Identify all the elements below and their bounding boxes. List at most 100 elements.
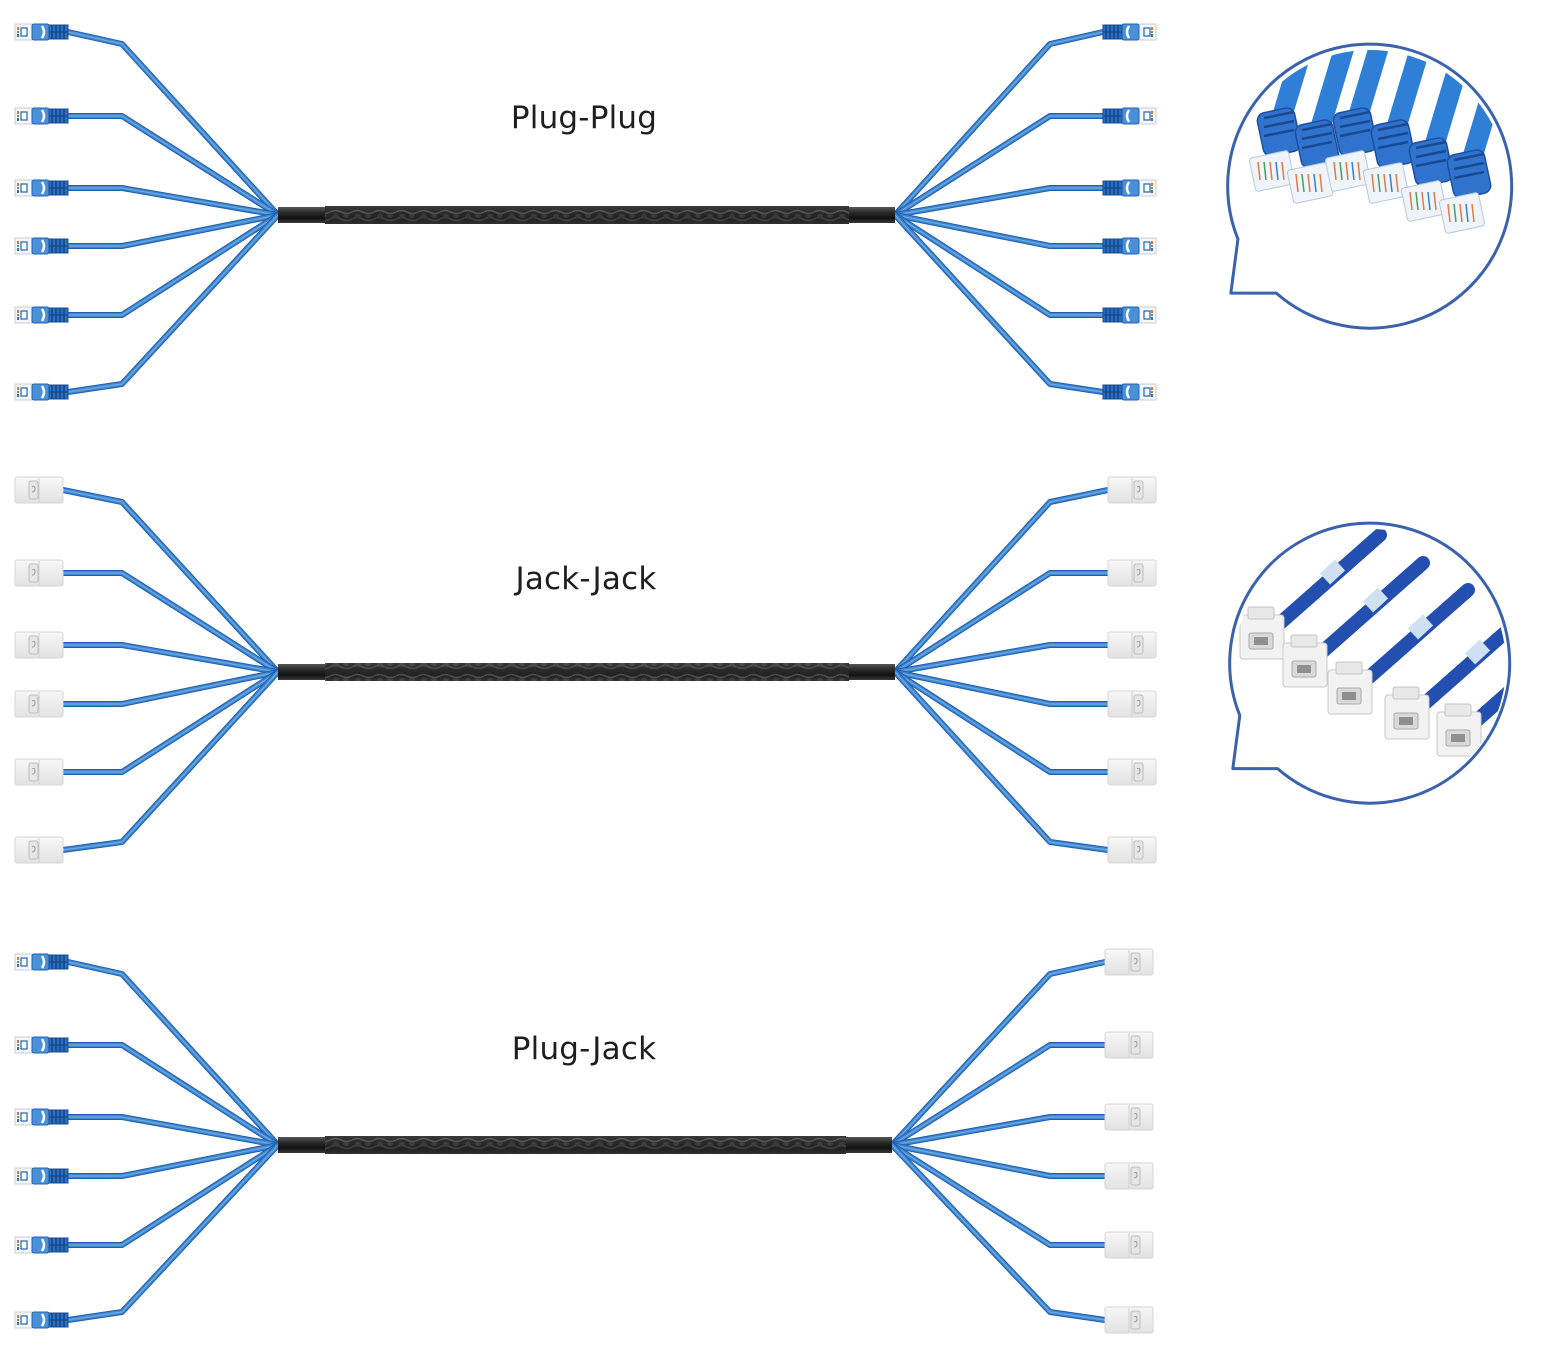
plug-contact (17, 187, 19, 189)
breakout-leg (61, 571, 280, 674)
breakout-leg-highlight (891, 1044, 1105, 1146)
photo-boot-ridge (1301, 131, 1333, 141)
breakout-leg-outline (892, 212, 1106, 395)
photo-cable-label (1407, 614, 1434, 640)
braided-sleeve-shade (325, 1136, 846, 1154)
plug-contact (17, 183, 19, 186)
rj45-plug-icon (14, 1036, 69, 1054)
jack-port-mark (31, 699, 36, 707)
plug-window (20, 1040, 28, 1050)
plug-latch (40, 1313, 46, 1327)
jack-port-mark (31, 485, 36, 493)
photo-jack-port-opening (1342, 692, 1356, 700)
plug-window (20, 183, 28, 193)
plug-window (20, 1240, 28, 1250)
breakout-leg-highlight (891, 1144, 1105, 1246)
plug-contact (1151, 387, 1153, 390)
plug-contact (17, 1244, 19, 1246)
photo-boot-ridge (1263, 128, 1295, 138)
plug-contact (1151, 190, 1153, 193)
plug-contact (17, 957, 19, 960)
plug-window (20, 27, 28, 37)
plug-body (1121, 179, 1140, 197)
plug-contact (17, 317, 19, 320)
plug-body (31, 1036, 50, 1054)
breakout-leg-outline (65, 212, 281, 395)
photo-boot-ridge (1339, 110, 1371, 120)
photo-cable (1382, 50, 1444, 152)
breakout-leg-highlight (894, 187, 1103, 216)
plug-body (31, 179, 50, 197)
breakout-leg (66, 1143, 280, 1247)
photo-boot-ridge (1415, 149, 1447, 159)
jack-latch-tab (1133, 563, 1144, 583)
plug-latch (40, 1238, 46, 1252)
jack-latch-tab (1133, 840, 1144, 860)
breakout-leg-highlight (63, 671, 279, 773)
plug-window (1143, 27, 1151, 37)
rj45-plug-icon (14, 1167, 69, 1185)
breakout-leg-outline (65, 1142, 281, 1323)
jack-port-mark (1136, 485, 1141, 493)
breakout-leg-highlight (894, 31, 1104, 216)
callout-bubble-plug-photo (1226, 42, 1514, 330)
keystone-jack-icon (14, 631, 64, 659)
plug-window (1143, 183, 1151, 193)
breakout-leg (890, 1043, 1107, 1147)
plug-contact (17, 1040, 19, 1043)
plug-contact (17, 1116, 19, 1118)
breakout-leg-outline (60, 669, 281, 853)
keystone-jack-icon (1104, 1162, 1154, 1190)
photo-jack-cable (1468, 625, 1506, 729)
breakout-leg-outline (889, 1142, 1108, 1323)
photo-boot-ridge (1453, 161, 1485, 171)
breakout-leg (66, 1115, 280, 1147)
photo-cable-label (1362, 587, 1389, 613)
plug-latch (40, 308, 46, 322)
plug-contact (1151, 314, 1153, 316)
plug-contact (17, 27, 19, 30)
plug-contact (1151, 183, 1153, 186)
jack-port-mark (1133, 1171, 1138, 1179)
plug-contact (17, 1178, 19, 1181)
photo-boot-ridge (1377, 122, 1409, 132)
keystone-jack-icon (14, 758, 64, 786)
breakout-leg-highlight (894, 115, 1103, 216)
breakout-leg-highlight (67, 961, 279, 1146)
right-breakout-legs (892, 487, 1111, 853)
breakout-leg-highlight (63, 644, 279, 673)
plug-body (31, 306, 50, 324)
plug-contact (17, 111, 19, 114)
plug-contact (1151, 245, 1153, 247)
keystone-jack-icon (1107, 559, 1157, 587)
plug-window (20, 241, 28, 251)
plug-window (20, 310, 28, 320)
breakout-leg (893, 114, 1105, 217)
plug-latch (40, 1038, 46, 1052)
photo-plug-wire (1313, 173, 1317, 193)
plug-contact (17, 1240, 19, 1243)
photo-jack-port-opening (1451, 734, 1465, 742)
plug-contact (1151, 111, 1153, 114)
jack-latch-tab (28, 480, 39, 500)
photo-jack-latch (1392, 686, 1420, 700)
photo-boot-ridge (1263, 110, 1295, 120)
plug-latch (40, 109, 46, 123)
plug-contact (17, 118, 19, 121)
jack-latch-tab (1130, 952, 1141, 972)
photo-boot-ridge (1453, 170, 1485, 180)
plug-contact (17, 1044, 19, 1046)
jack-latch-tab (1133, 762, 1144, 782)
plug-contact (17, 190, 19, 193)
plug-contact (17, 1315, 19, 1318)
rj45-plug-icon (14, 179, 69, 197)
breakout-leg-outline (892, 669, 1111, 775)
jack-port-mark (1133, 1315, 1138, 1323)
breakout-leg-highlight (68, 1116, 279, 1146)
jack-latch-tab (1133, 480, 1144, 500)
breakout-leg-highlight (891, 1144, 1105, 1177)
photo-plug-wire (1319, 173, 1323, 193)
plug-contact (17, 964, 19, 967)
breakout-leg (893, 213, 1105, 317)
